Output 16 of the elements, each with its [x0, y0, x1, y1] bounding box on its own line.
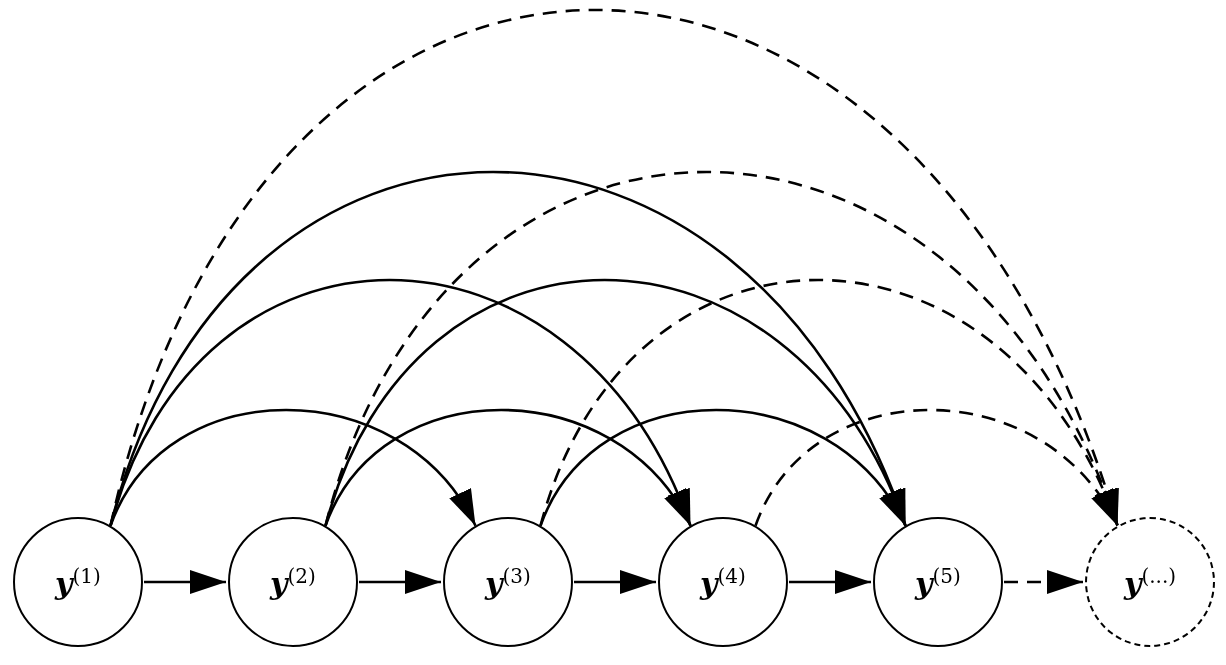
- node-label: y$^{(1)}$: [55, 563, 101, 601]
- node-label: y$^{(4)}$: [700, 563, 746, 601]
- arrow: [539, 278, 1119, 527]
- node-label: y$^{(5)}$: [915, 563, 961, 601]
- node-label: y$^{(2)}$: [270, 563, 316, 601]
- arrow: [109, 9, 1119, 527]
- arrow: [359, 570, 441, 594]
- arrow: [789, 570, 871, 594]
- node-label: y$^{(3)}$: [485, 563, 531, 601]
- arrow: [144, 570, 226, 594]
- arrow: [324, 408, 692, 527]
- node-label: y$^{(...)}$: [1123, 563, 1177, 601]
- arrow: [539, 408, 907, 527]
- arrow: [1004, 570, 1083, 594]
- arrow: [109, 408, 477, 527]
- arrow: [574, 570, 656, 594]
